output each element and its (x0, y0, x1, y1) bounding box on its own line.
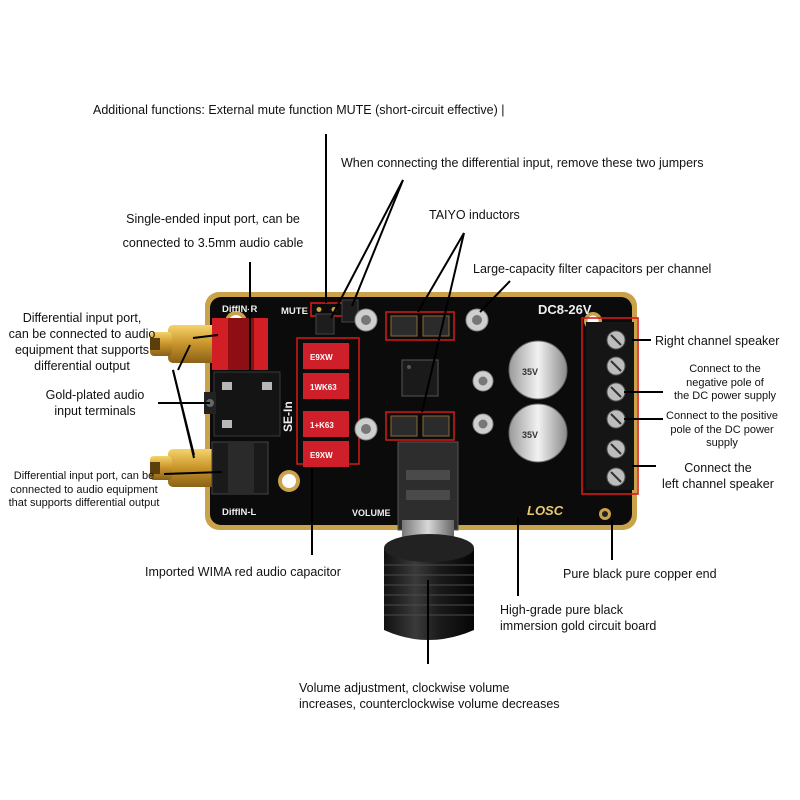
label-mute-function: Additional functions: External mute func… (93, 103, 505, 117)
volume-knob (384, 441, 474, 640)
label-volume: Volume adjustment, clockwise volume incr… (299, 681, 560, 711)
jumpers (315, 299, 359, 335)
silk-se-in: SE-In (281, 401, 295, 432)
label-right-speaker: Right channel speaker (655, 334, 780, 348)
elec-cap-mark-1: 35V (522, 367, 538, 377)
leader-diff-bottom (163, 471, 223, 475)
label-copper-end: Pure black pure copper end (563, 567, 717, 581)
rca-jack-top (150, 318, 268, 370)
silk-brand: LOSC (527, 503, 564, 518)
silk-dc-range: DC8-26V (538, 302, 592, 317)
silk-mute: MUTE (281, 306, 308, 317)
label-filter-caps: Large-capacity filter capacitors per cha… (473, 262, 712, 276)
leader-jumper-1 (330, 179, 404, 319)
label-gold-terminals: Gold-plated audio input terminals (45, 388, 145, 418)
cap-mark-2: 1WK63 (310, 383, 337, 392)
label-wima: Imported WIMA red audio capacitor (145, 565, 341, 579)
label-jumpers: When connecting the differential input, … (341, 156, 704, 170)
silk-diffin-r: DiffIN-R (222, 304, 257, 315)
cap-mark-3: 1+K63 (310, 421, 334, 430)
label-left-speaker: Connect the left channel speaker (662, 461, 774, 491)
small-capacitors (354, 308, 494, 441)
leader-filter-cap (479, 280, 511, 313)
leader-gold-4 (177, 344, 191, 371)
cap-mark-1: E9XW (310, 353, 333, 362)
audio-jack-3-5mm (204, 371, 281, 437)
wima-capacitors: E9XW 1WK63 1+K63 E9XW (296, 337, 360, 467)
label-neg-pole: Connect to the negative pole of the DC p… (673, 363, 777, 402)
leader-inductor-2 (421, 232, 465, 413)
leader-lines (158, 134, 663, 664)
label-taiyo: TAIYO inductors (429, 208, 520, 222)
label-board: High-grade pure black immersion gold cir… (500, 603, 657, 633)
label-diff-input-top: Differential input port, can be connecte… (8, 311, 156, 373)
leader-diff-top (192, 334, 219, 339)
silk-diffin-l: DiffIN-L (222, 507, 256, 518)
rca-jack-bottom (150, 441, 269, 495)
label-single-ended: Single-ended input port, can be connecte… (122, 212, 304, 250)
silkscreen-labels: DiffIN-R MUTE DC8-26V DiffIN-L VOLUME LO… (222, 302, 592, 518)
leader-inductor-1 (417, 232, 465, 313)
label-pos-pole: Connect to the positive pole of the DC p… (666, 410, 778, 449)
cap-mark-4: E9XW (310, 451, 333, 460)
leader-gold-2 (172, 369, 195, 456)
silk-volume: VOLUME (352, 508, 391, 518)
elec-cap-mark-2: 35V (522, 430, 538, 440)
filter-capacitors: 35V 35V (508, 340, 568, 463)
amplifier-ic (401, 359, 439, 397)
leader-jumper-2 (351, 179, 404, 307)
screw-terminal (581, 317, 639, 495)
label-diff-input-bottom: Differential input port, can be connecte… (8, 470, 160, 509)
